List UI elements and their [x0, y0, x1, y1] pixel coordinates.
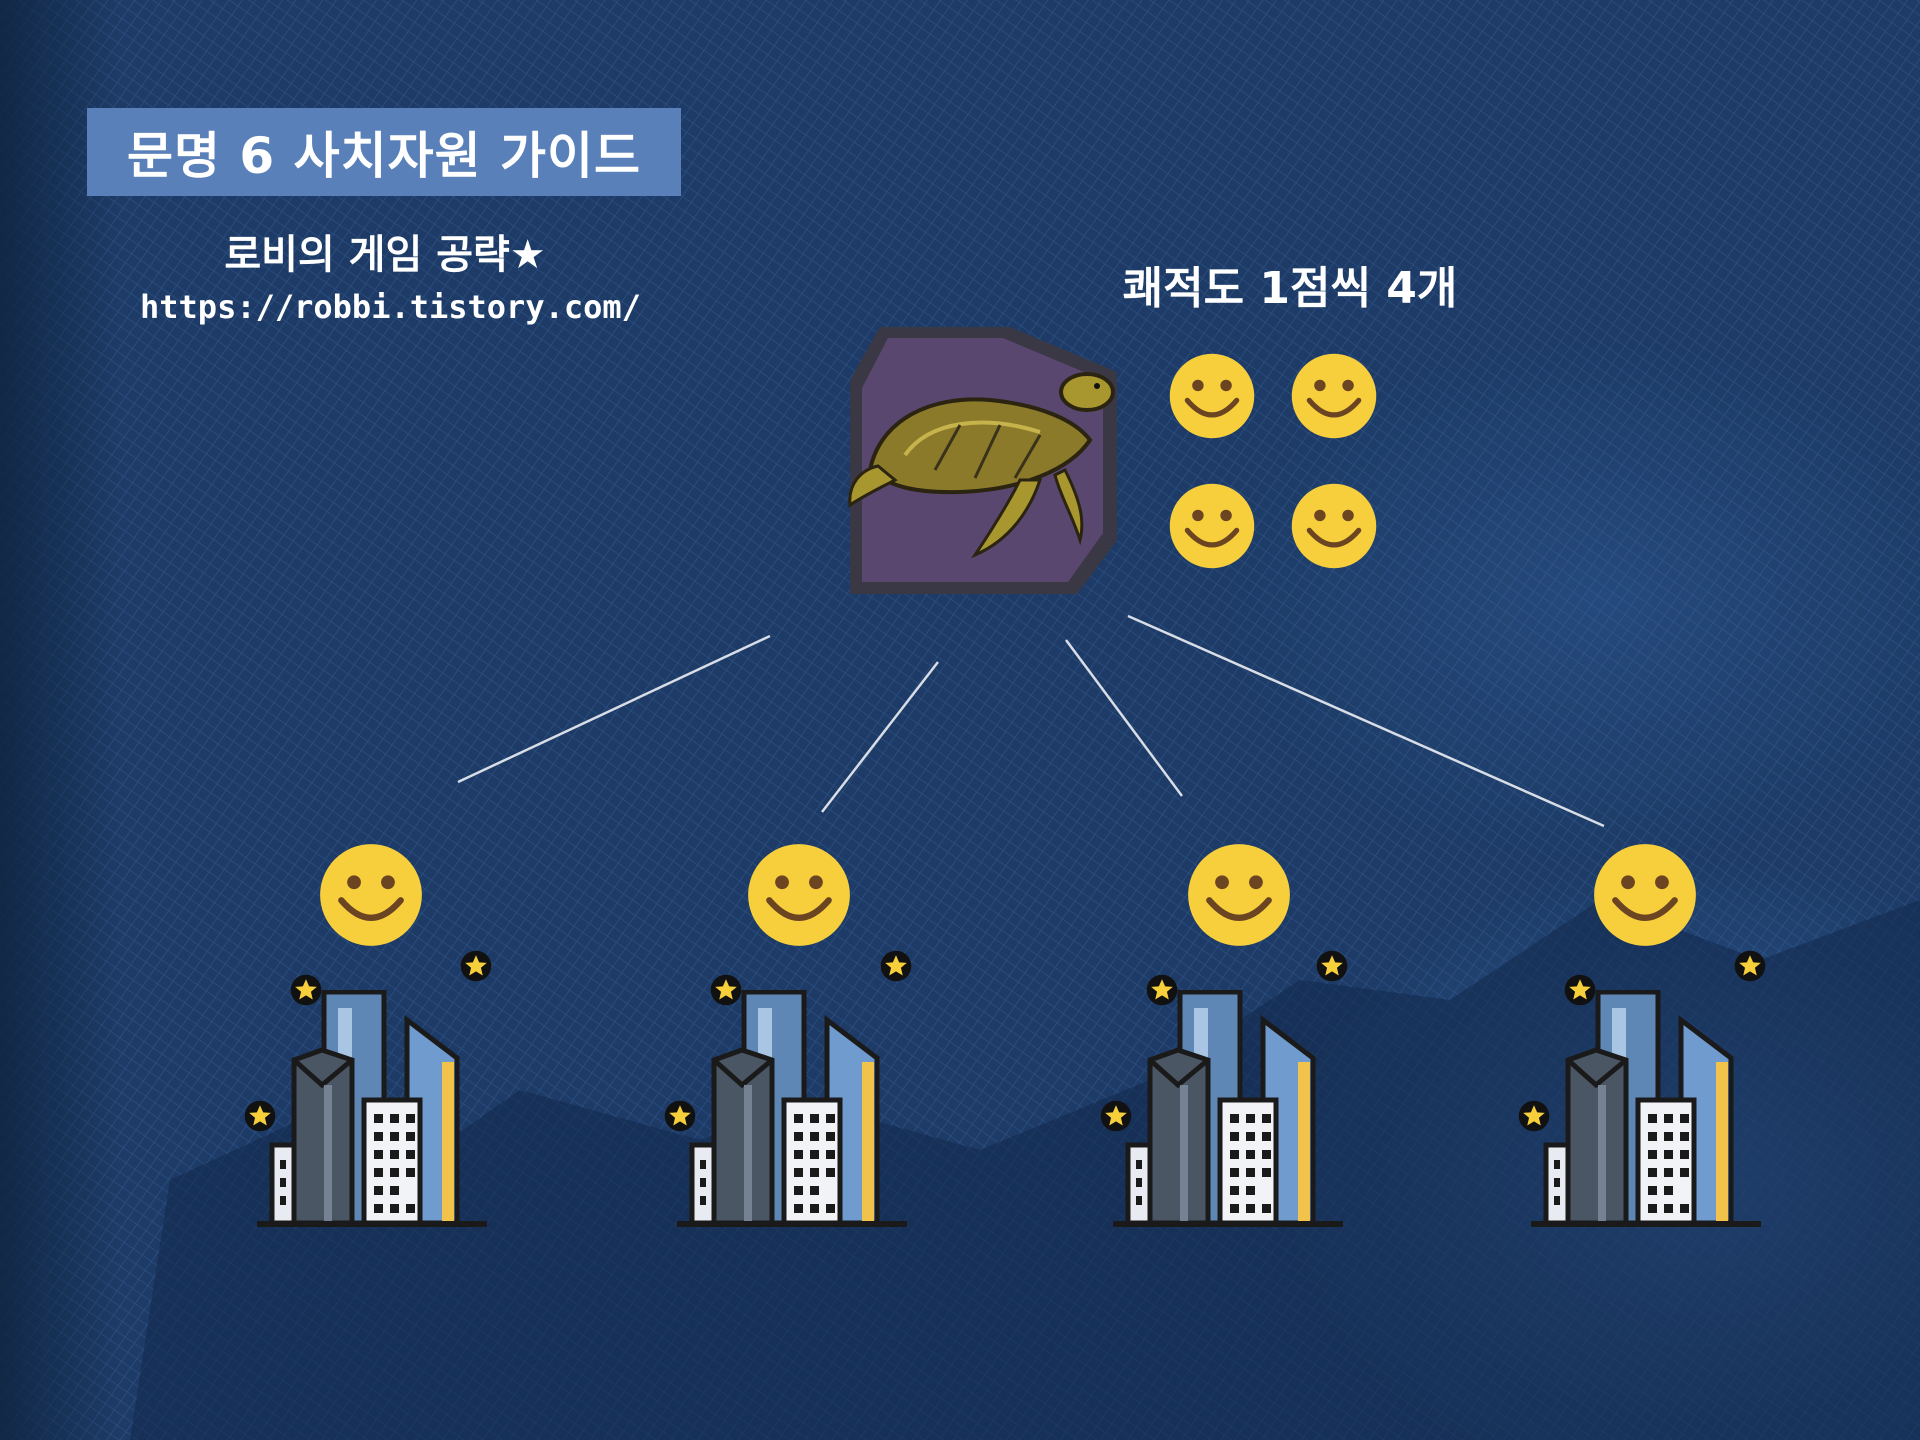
city-1 — [244, 844, 492, 1227]
city-buildings-icon — [1113, 992, 1343, 1227]
connector-line — [1064, 639, 1184, 797]
star-icon — [460, 950, 492, 982]
city-buildings-icon — [1531, 992, 1761, 1227]
star-icon — [1100, 1100, 1132, 1132]
blog-url: https://robbi.tistory.com/ — [140, 288, 641, 326]
star-icon — [1316, 950, 1348, 982]
page-title: 문명 6 사치자원 가이드 — [87, 108, 681, 196]
star-icon — [1734, 950, 1766, 982]
star-icon — [880, 950, 912, 982]
star-icon — [710, 974, 742, 1006]
connector-line — [457, 634, 771, 784]
smiley-face-icon — [1188, 844, 1290, 946]
sea-turtle-icon — [848, 327, 1117, 594]
star-icon — [244, 1100, 276, 1132]
city-4 — [1518, 844, 1766, 1227]
smiley-face-icon — [1170, 484, 1254, 568]
connector-line — [821, 661, 939, 813]
blog-name: 로비의 게임 공략★ — [224, 232, 546, 278]
connector-line — [1127, 614, 1605, 828]
star-icon — [1564, 974, 1596, 1006]
star-icon — [290, 974, 322, 1006]
city-buildings-icon — [677, 992, 907, 1227]
smiley-face-icon — [320, 844, 422, 946]
star-icon — [664, 1100, 696, 1132]
smiley-face-icon — [1170, 354, 1254, 438]
city-buildings-icon — [257, 992, 487, 1227]
city-3 — [1100, 844, 1348, 1227]
smiley-face-icon — [1292, 484, 1376, 568]
smiley-face-icon — [1292, 354, 1376, 438]
smiley-face-icon — [748, 844, 850, 946]
star-icon — [1518, 1100, 1550, 1132]
city-2 — [664, 844, 912, 1227]
amenity-note: 쾌적도 1점씩 4개 — [1122, 263, 1458, 314]
star-icon — [1146, 974, 1178, 1006]
smiley-face-icon — [1594, 844, 1696, 946]
